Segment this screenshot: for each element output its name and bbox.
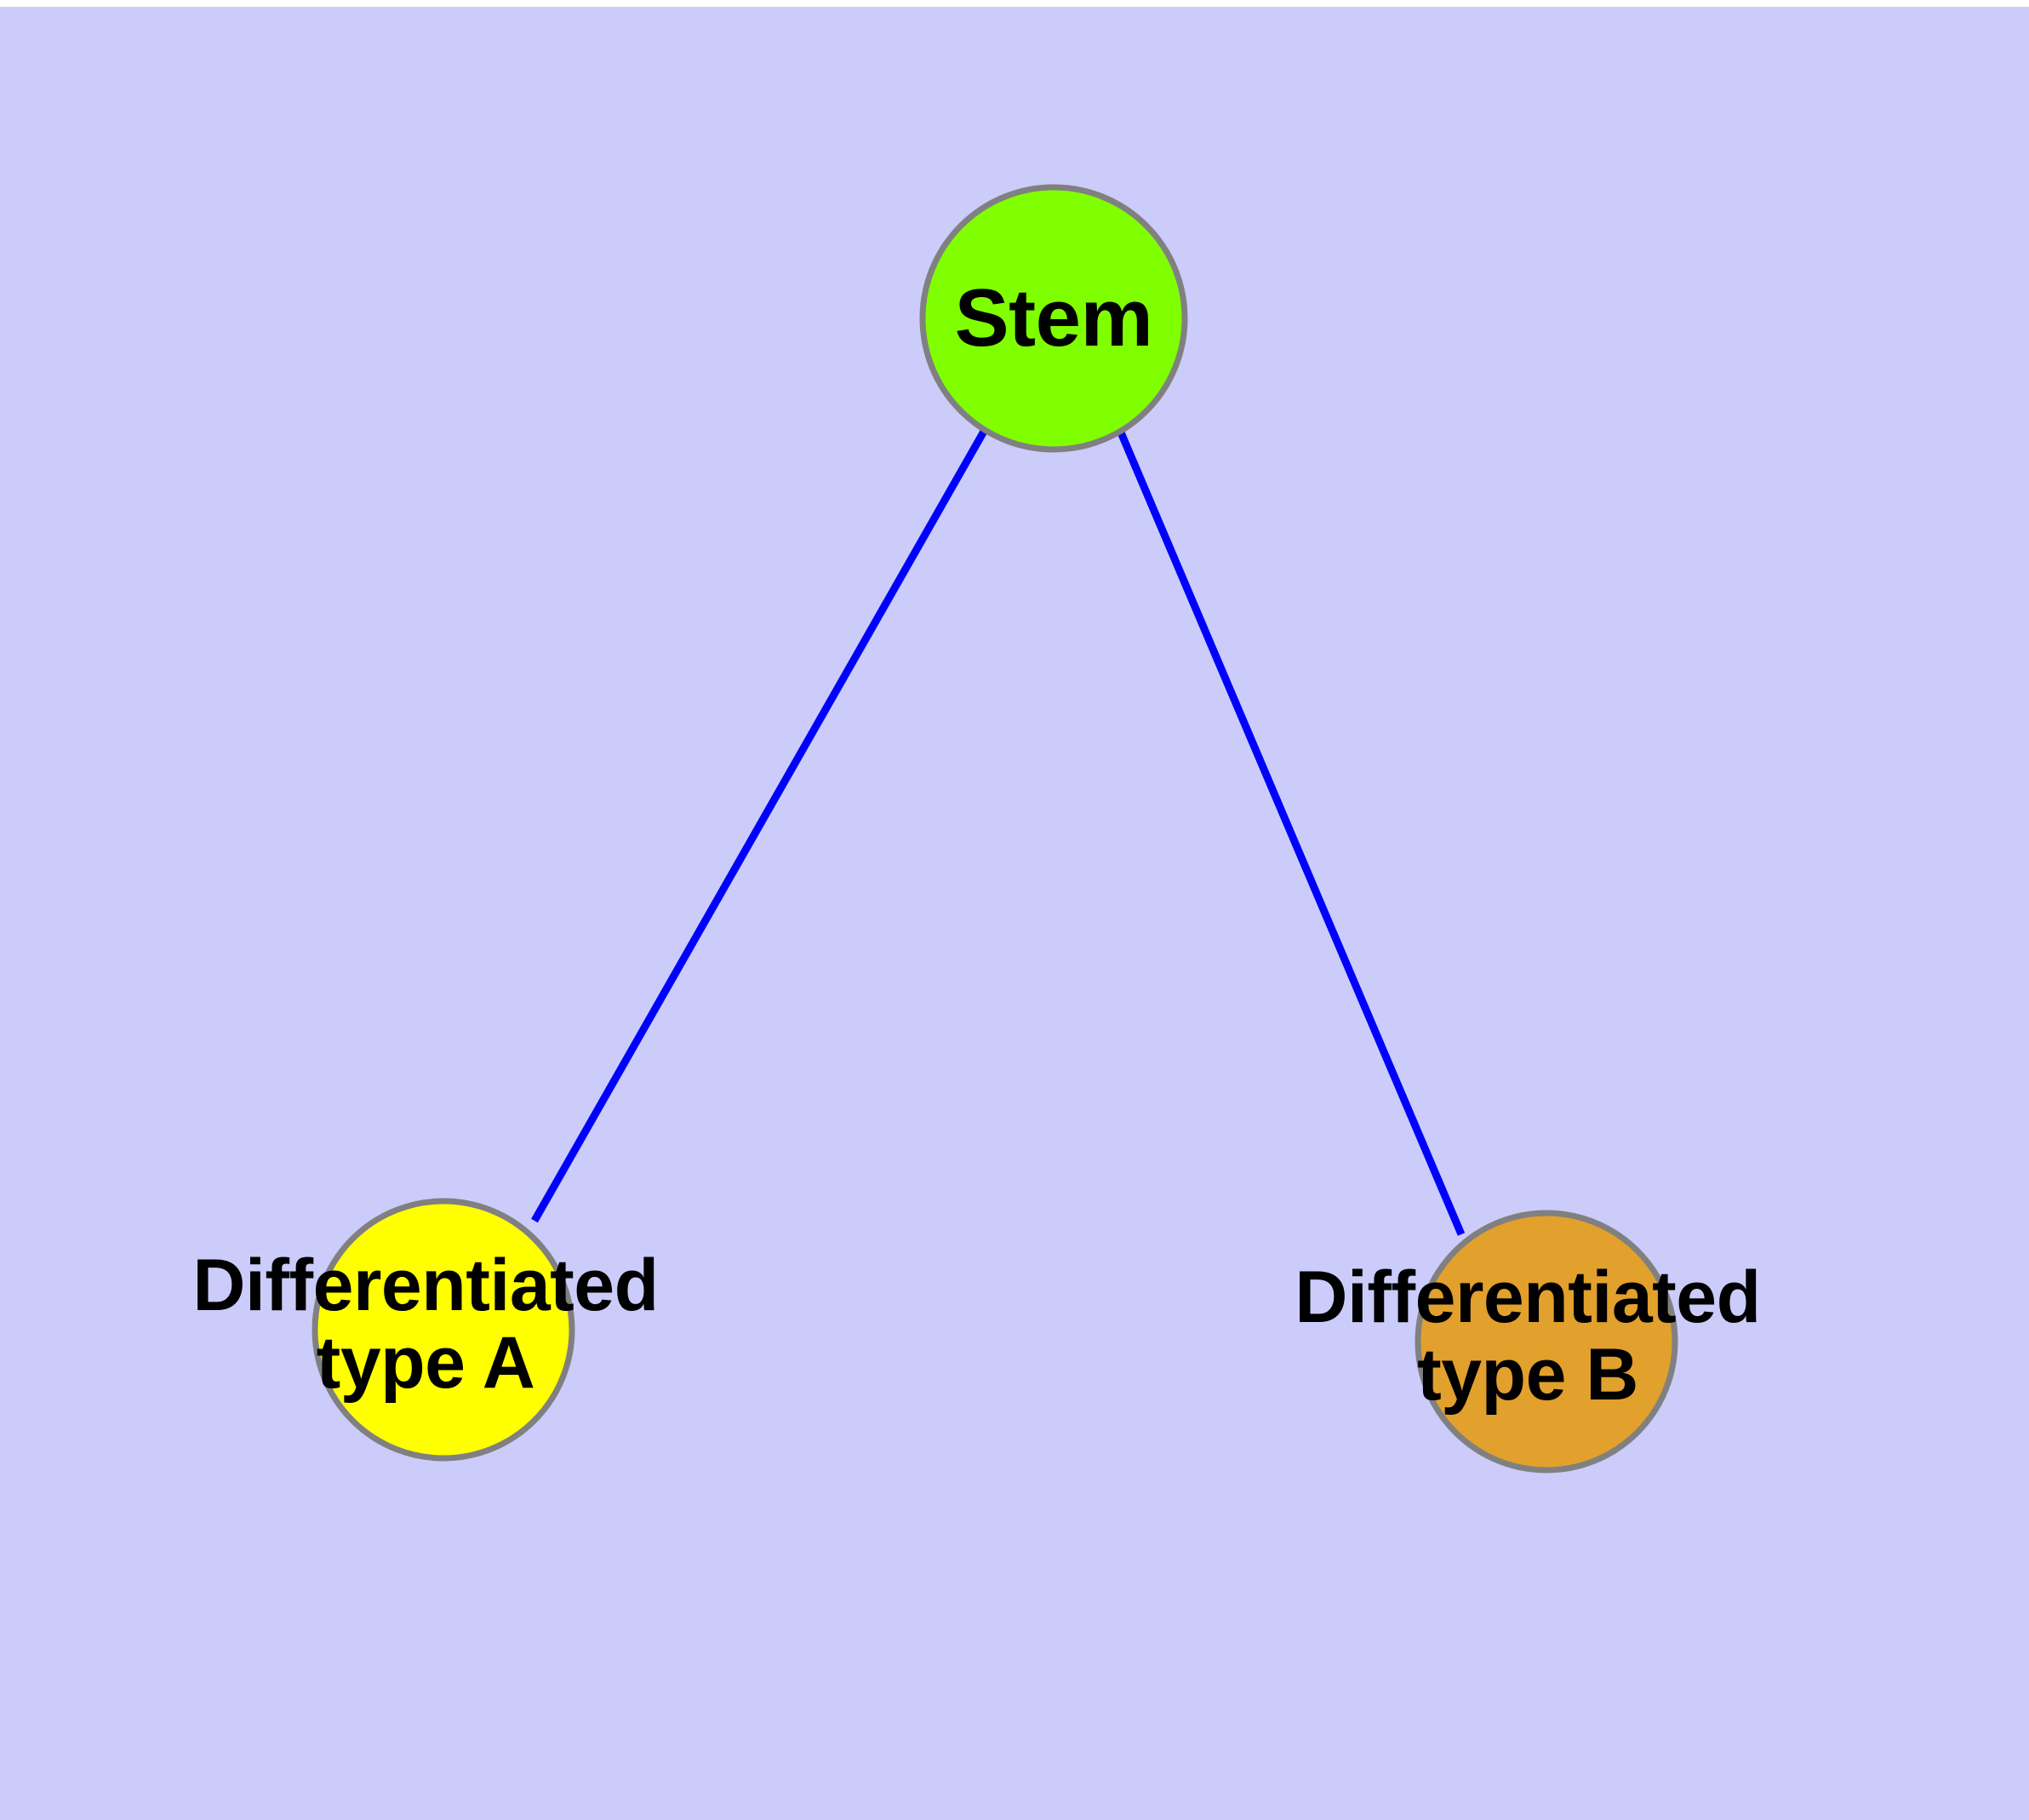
edge-stem-to-differentiated-b[interactable] [1117,431,1466,1236]
edge-stem-to-differentiated-a[interactable] [531,427,988,1223]
node-stem[interactable] [919,184,1188,453]
node-differentiated-type-b[interactable] [1415,1210,1678,1474]
edge-group [531,427,1466,1236]
node-group [311,184,1678,1474]
node-differentiated-type-a[interactable] [311,1198,575,1462]
